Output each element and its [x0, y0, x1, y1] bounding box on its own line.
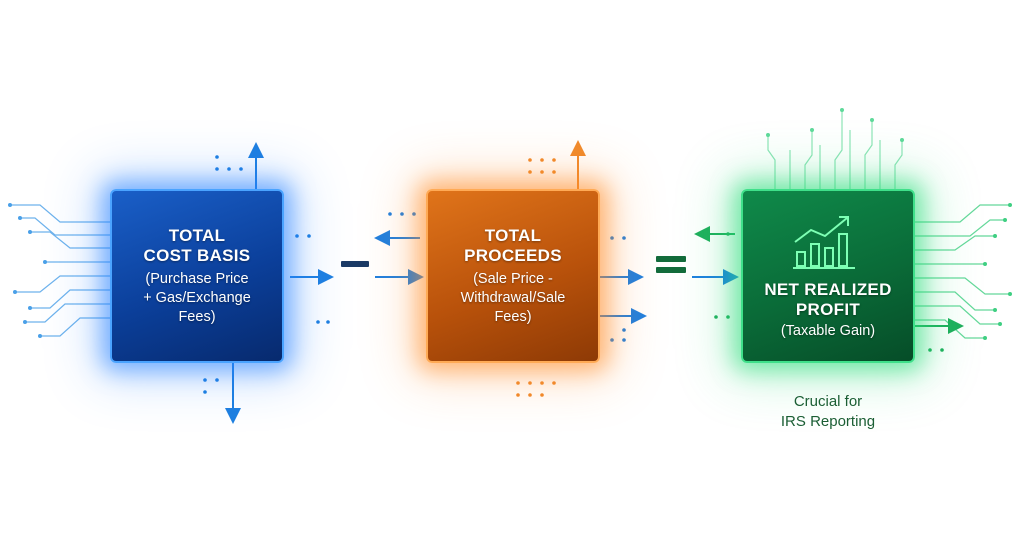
total-cost-basis-box: TOTAL COST BASIS (Purchase Price + Gas/E… [110, 189, 284, 363]
proceeds-title: TOTAL PROCEEDS [464, 226, 562, 266]
blue-box-arrows [225, 142, 424, 424]
profit-sub-line1: (Taxable Gain) [780, 322, 876, 339]
green-dots [714, 232, 944, 352]
orange-blue-arrows [600, 269, 739, 324]
equals-operator [656, 256, 686, 274]
note-line2: IRS Reporting [780, 413, 876, 430]
cost-basis-title: TOTAL COST BASIS [144, 226, 251, 266]
proceeds-title-line1: TOTAL [484, 225, 542, 245]
profit-title-line1: NET REALIZED [764, 279, 892, 299]
proceeds-title-line2: PROCEEDS [464, 245, 562, 265]
cost-basis-sub-line1: (Purchase Price [145, 270, 249, 287]
total-proceeds-box: TOTAL PROCEEDS (Sale Price - Withdrawal/… [426, 189, 600, 363]
top-green-lines [767, 110, 903, 189]
growth-chart-icon [793, 215, 855, 269]
left-circuit-lines [10, 204, 110, 337]
profit-subtitle: (Taxable Gain) [781, 322, 875, 341]
orange-blue-dots [610, 236, 626, 342]
note-line1: Crucial for [793, 393, 863, 410]
profit-title: NET REALIZED PROFIT [764, 280, 891, 320]
cost-basis-sub-line2: + Gas/Exchange [143, 289, 251, 306]
proceeds-sub-line2: Withdrawal/Sale [460, 289, 566, 306]
right-circuit-lines [915, 204, 1010, 339]
cost-basis-subtitle: (Purchase Price + Gas/Exchange Fees) [143, 270, 251, 327]
irs-reporting-note: Crucial for IRS Reporting [741, 392, 915, 432]
right-circuit-nodes [983, 203, 1012, 340]
profit-title-line2: PROFIT [795, 299, 861, 319]
left-circuit-nodes [8, 203, 47, 338]
orange-dots [516, 158, 556, 397]
minus-operator [341, 261, 369, 267]
cost-basis-sub-line3: Fees) [178, 308, 216, 325]
cost-basis-title-line1: TOTAL [168, 225, 226, 245]
proceeds-subtitle: (Sale Price - Withdrawal/Sale Fees) [461, 270, 566, 327]
proceeds-sub-line3: Fees) [494, 308, 532, 325]
cost-basis-title-line2: COST BASIS [143, 245, 251, 265]
net-realized-profit-box: NET REALIZED PROFIT (Taxable Gain) [741, 189, 915, 363]
proceeds-sub-line1: (Sale Price - [473, 270, 553, 287]
blue-dots [203, 155, 416, 394]
top-green-nodes [766, 108, 904, 142]
